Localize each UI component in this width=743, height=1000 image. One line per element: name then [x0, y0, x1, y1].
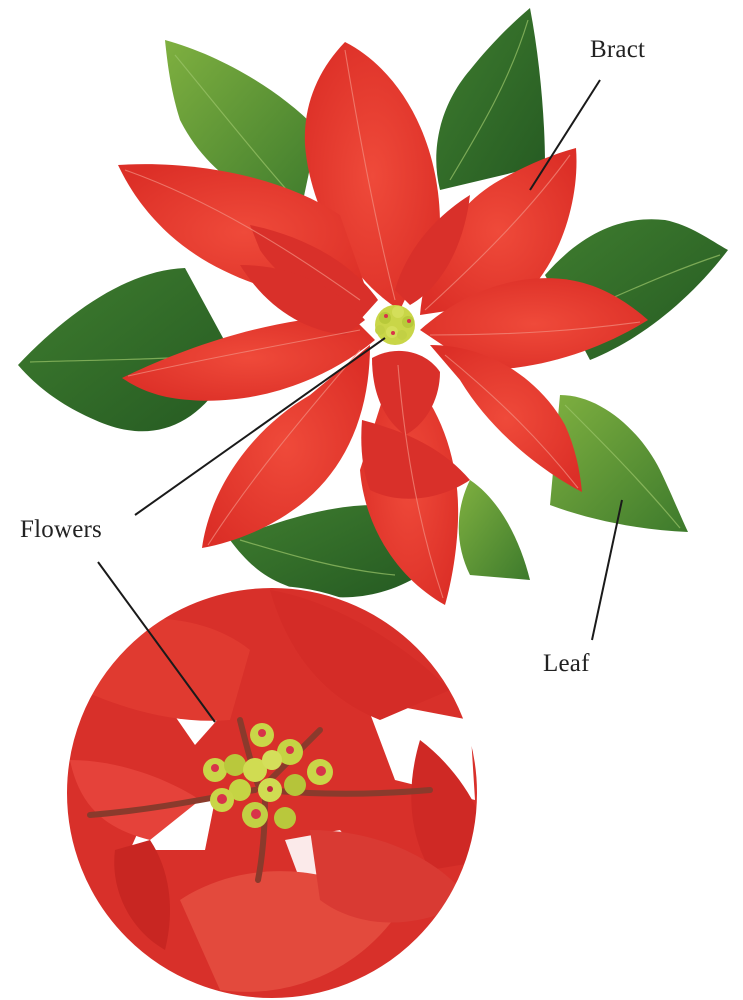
- poinsettia-plant-icon: [18, 8, 728, 605]
- leaf-top-right: [436, 8, 545, 190]
- leaf-bottom-center: [459, 480, 530, 580]
- flowers-label: Flowers: [20, 516, 102, 544]
- flower-cluster: [375, 305, 415, 345]
- leaf-label: Leaf: [543, 650, 590, 678]
- bract-label: Bract: [590, 36, 645, 64]
